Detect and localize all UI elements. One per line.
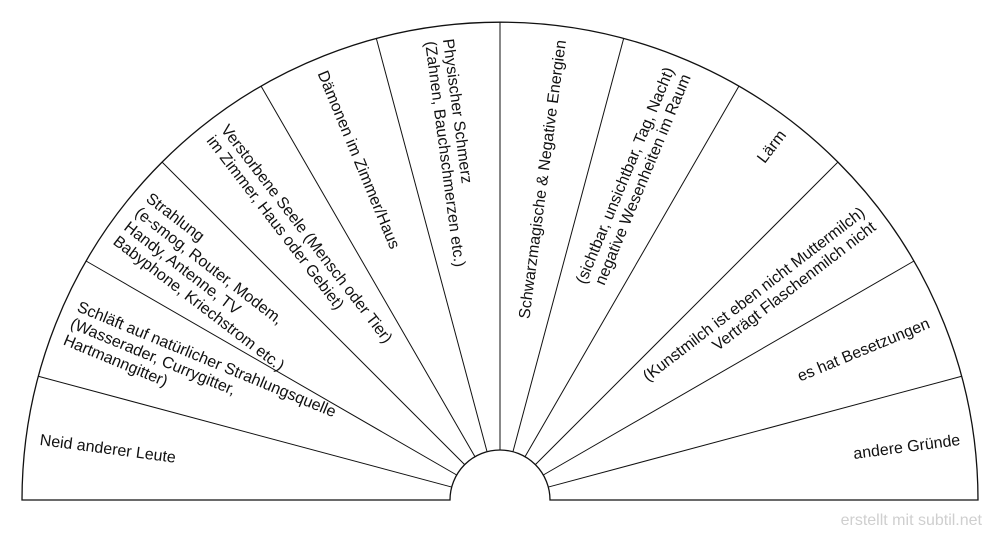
sector-5: Dämonen im Zimmer/Haus — [314, 68, 403, 251]
sector-6: Physischer Schmerz(Zahnen, Bauchschmerze… — [421, 38, 475, 268]
sector-divider — [543, 260, 915, 476]
sector-7: Schwarzmagische & Negative Energien — [516, 39, 570, 320]
sector-label-line: Neid anderer Leute — [39, 432, 177, 467]
sector-label-line: es hat Besetzungen — [795, 316, 932, 386]
sector-11: es hat Besetzungen — [795, 316, 932, 386]
sector-dividers — [38, 22, 962, 488]
chart-frame — [21, 21, 979, 501]
sector-label-line: Verstorbene Seele (Mensch oder Tier) — [217, 122, 395, 347]
sector-label-line: andere Gründe — [852, 432, 961, 463]
sector-label-line: Lärm — [754, 127, 790, 166]
sector-label-line: Schwarzmagische & Negative Energien — [516, 39, 570, 320]
sector-divider — [38, 375, 452, 488]
sector-divider — [512, 38, 625, 452]
sector-divider — [548, 375, 962, 488]
sector-divider — [260, 85, 476, 457]
sector-label-line: Verträgt Flaschenmilch nicht — [710, 218, 880, 354]
credit-text: erstellt mit subtil.net — [840, 512, 982, 529]
sector-9: Lärm — [754, 127, 790, 166]
sector-8: negative Wesenheiten im Raum(sichtbar, u… — [573, 65, 694, 288]
sector-divider — [85, 260, 457, 476]
sector-label-line: (sichtbar, unsichtbar, Tag, Nacht) — [573, 65, 678, 287]
sector-divider — [535, 161, 839, 465]
sector-label-line: Dämonen im Zimmer/Haus — [314, 68, 403, 251]
sector-12: andere Gründe — [852, 432, 961, 463]
sector-divider — [375, 38, 488, 452]
sector-divider — [161, 161, 465, 465]
sector-label-line: negative Wesenheiten im Raum — [592, 72, 694, 288]
sector-divider — [524, 85, 740, 457]
outer-arc — [21, 21, 979, 501]
sector-2: Schläft auf natürlicher Strahlungsquelle… — [61, 299, 339, 421]
sector-1: Neid anderer Leute — [39, 432, 177, 467]
